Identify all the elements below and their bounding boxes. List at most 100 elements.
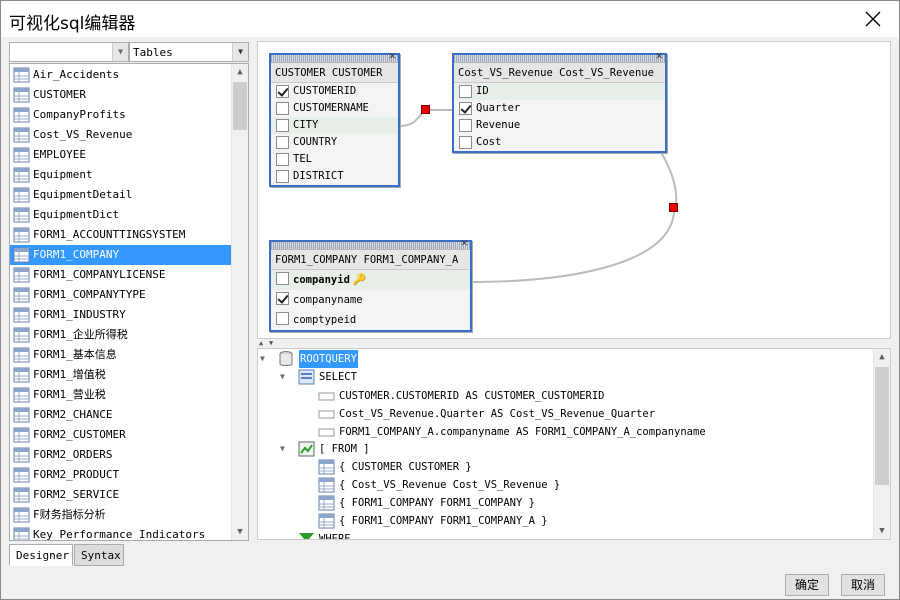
column-checkbox[interactable]	[459, 102, 472, 115]
table-list-item[interactable]: FORM2_CUSTOMER	[10, 425, 232, 445]
column-checkbox[interactable]	[276, 272, 289, 285]
table-list-item[interactable]: Cost_VS_Revenue	[10, 125, 232, 145]
join-marker[interactable]	[669, 203, 678, 212]
query-tree-panel[interactable]: ▼ ROOTQUERY ▼ SELECT CUSTOMER.CUSTOMERID…	[257, 348, 891, 540]
column-checkbox[interactable]	[459, 85, 472, 98]
table-list-item[interactable]: FORM2_SERVICE	[10, 485, 232, 505]
table-list-item[interactable]: CUSTOMER	[10, 85, 232, 105]
close-button[interactable]	[853, 5, 893, 33]
table-list-item[interactable]: CompanyProfits	[10, 105, 232, 125]
arrow-up-icon[interactable]: ▲	[259, 339, 264, 347]
close-icon[interactable]: ✕	[460, 239, 468, 249]
column-row[interactable]: ID	[454, 83, 665, 100]
column-checkbox[interactable]	[276, 136, 289, 149]
table-list-item[interactable]: EMPLOYEE	[10, 145, 232, 165]
table-list-item[interactable]: FORM1_ACCOUNTTINGSYSTEM	[10, 225, 232, 245]
scroll-thumb[interactable]	[875, 367, 889, 485]
cancel-button[interactable]: 取消	[841, 574, 885, 596]
tab-designer[interactable]: Designer	[9, 544, 73, 566]
scroll-up-icon[interactable]: ▲	[879, 352, 885, 362]
table-list-item[interactable]: FORM1_COMPANYTYPE	[10, 285, 232, 305]
table-list-item[interactable]: FORM1_基本信息	[10, 345, 232, 365]
column-checkbox[interactable]	[276, 153, 289, 166]
tree-scrollbar[interactable]: ▲ ▼	[873, 349, 890, 539]
column-checkbox[interactable]	[459, 136, 472, 149]
close-icon[interactable]: ✕	[388, 52, 396, 62]
from-icon	[298, 441, 315, 457]
collapse-icon[interactable]: ▼	[260, 354, 265, 363]
table-icon	[13, 107, 30, 123]
chevron-down-icon[interactable]: ▼	[232, 43, 248, 61]
table-icon	[13, 187, 30, 203]
object-type-dropdown[interactable]: Tables ▼	[129, 42, 249, 62]
table-list-item[interactable]: EquipmentDetail	[10, 185, 232, 205]
column-row[interactable]: Cost	[454, 134, 665, 151]
column-checkbox[interactable]	[276, 85, 289, 98]
table-icon	[318, 477, 335, 493]
collapse-icon[interactable]: ▼	[280, 372, 285, 381]
table-list-item[interactable]: Equipment	[10, 165, 232, 185]
table-list-item[interactable]: FORM1_增值税	[10, 365, 232, 385]
table-list-item[interactable]: FORM1_营业税	[10, 385, 232, 405]
column-row[interactable]: Quarter	[454, 100, 665, 117]
scroll-down-icon[interactable]: ▼	[879, 526, 885, 536]
table-icon	[13, 87, 30, 103]
table-list-item[interactable]: FORM1_COMPANYLICENSE	[10, 265, 232, 285]
column-row[interactable]: CITY	[271, 117, 398, 134]
table-icon	[13, 507, 30, 523]
table-name: Air_Accidents	[33, 68, 120, 81]
drag-handle[interactable]: ✕	[271, 239, 470, 250]
table-name: CompanyProfits	[33, 108, 126, 121]
table-list-item[interactable]: FORM2_ORDERS	[10, 445, 232, 465]
table-list-item[interactable]: Air_Accidents	[10, 65, 232, 85]
table-icon	[13, 267, 30, 283]
scroll-thumb[interactable]	[233, 82, 247, 130]
column-row[interactable]: Revenue	[454, 117, 665, 134]
column-checkbox[interactable]	[276, 102, 289, 115]
collapse-icon[interactable]: ▼	[280, 444, 285, 453]
ok-button[interactable]: 确定	[785, 574, 829, 596]
column-checkbox[interactable]	[276, 170, 289, 183]
column-row[interactable]: CUSTOMERID	[271, 83, 398, 100]
column-row[interactable]: CUSTOMERNAME	[271, 100, 398, 117]
table-list-item[interactable]: FORM1_企业所得税	[10, 325, 232, 345]
table-list-item[interactable]: FORM1_COMPANY	[10, 245, 232, 265]
drag-handle[interactable]: ✕	[454, 52, 665, 63]
panel-splitter[interactable]: ▲ ▼	[257, 339, 891, 348]
table-list-scrollbar[interactable]: ▲ ▼	[231, 64, 248, 540]
column-row[interactable]: companyname	[271, 290, 470, 310]
drag-handle[interactable]: ✕	[271, 52, 398, 63]
table-list-item[interactable]: Key Performance Indicators	[10, 525, 232, 540]
scroll-up-icon[interactable]: ▲	[237, 67, 243, 77]
column-row[interactable]: comptypeid	[271, 310, 470, 330]
table-box-title: CUSTOMER CUSTOMER	[271, 63, 398, 83]
column-checkbox[interactable]	[459, 119, 472, 132]
column-checkbox[interactable]	[276, 292, 289, 305]
schema-dropdown[interactable]: ▼	[9, 42, 129, 62]
join-line-cost-company[interactable]	[469, 153, 678, 283]
join-marker[interactable]	[421, 105, 430, 114]
select-icon	[298, 369, 315, 385]
column-row[interactable]: TEL	[271, 151, 398, 168]
column-row[interactable]: companyid🔑	[271, 270, 470, 290]
table-box-form1-company-a[interactable]: ✕ FORM1_COMPANY FORM1_COMPANY_A companyi…	[269, 239, 472, 332]
table-list-item[interactable]: FORM2_PRODUCT	[10, 465, 232, 485]
column-row[interactable]: DISTRICT	[271, 168, 398, 185]
column-checkbox[interactable]	[276, 312, 289, 325]
table-list-item[interactable]: FORM1_INDUSTRY	[10, 305, 232, 325]
tab-syntax[interactable]: Syntax	[74, 544, 124, 566]
table-list-item[interactable]: FORM2_CHANCE	[10, 405, 232, 425]
close-icon[interactable]: ✕	[655, 52, 663, 62]
chevron-down-icon[interactable]: ▼	[112, 43, 128, 61]
table-list-item[interactable]: EquipmentDict	[10, 205, 232, 225]
table-list-item[interactable]: F财务指标分析	[10, 505, 232, 525]
table-name: CUSTOMER	[33, 88, 86, 101]
column-row[interactable]: COUNTRY	[271, 134, 398, 151]
column-checkbox[interactable]	[276, 119, 289, 132]
scroll-down-icon[interactable]: ▼	[237, 527, 243, 537]
arrow-down-icon[interactable]: ▼	[269, 339, 274, 347]
